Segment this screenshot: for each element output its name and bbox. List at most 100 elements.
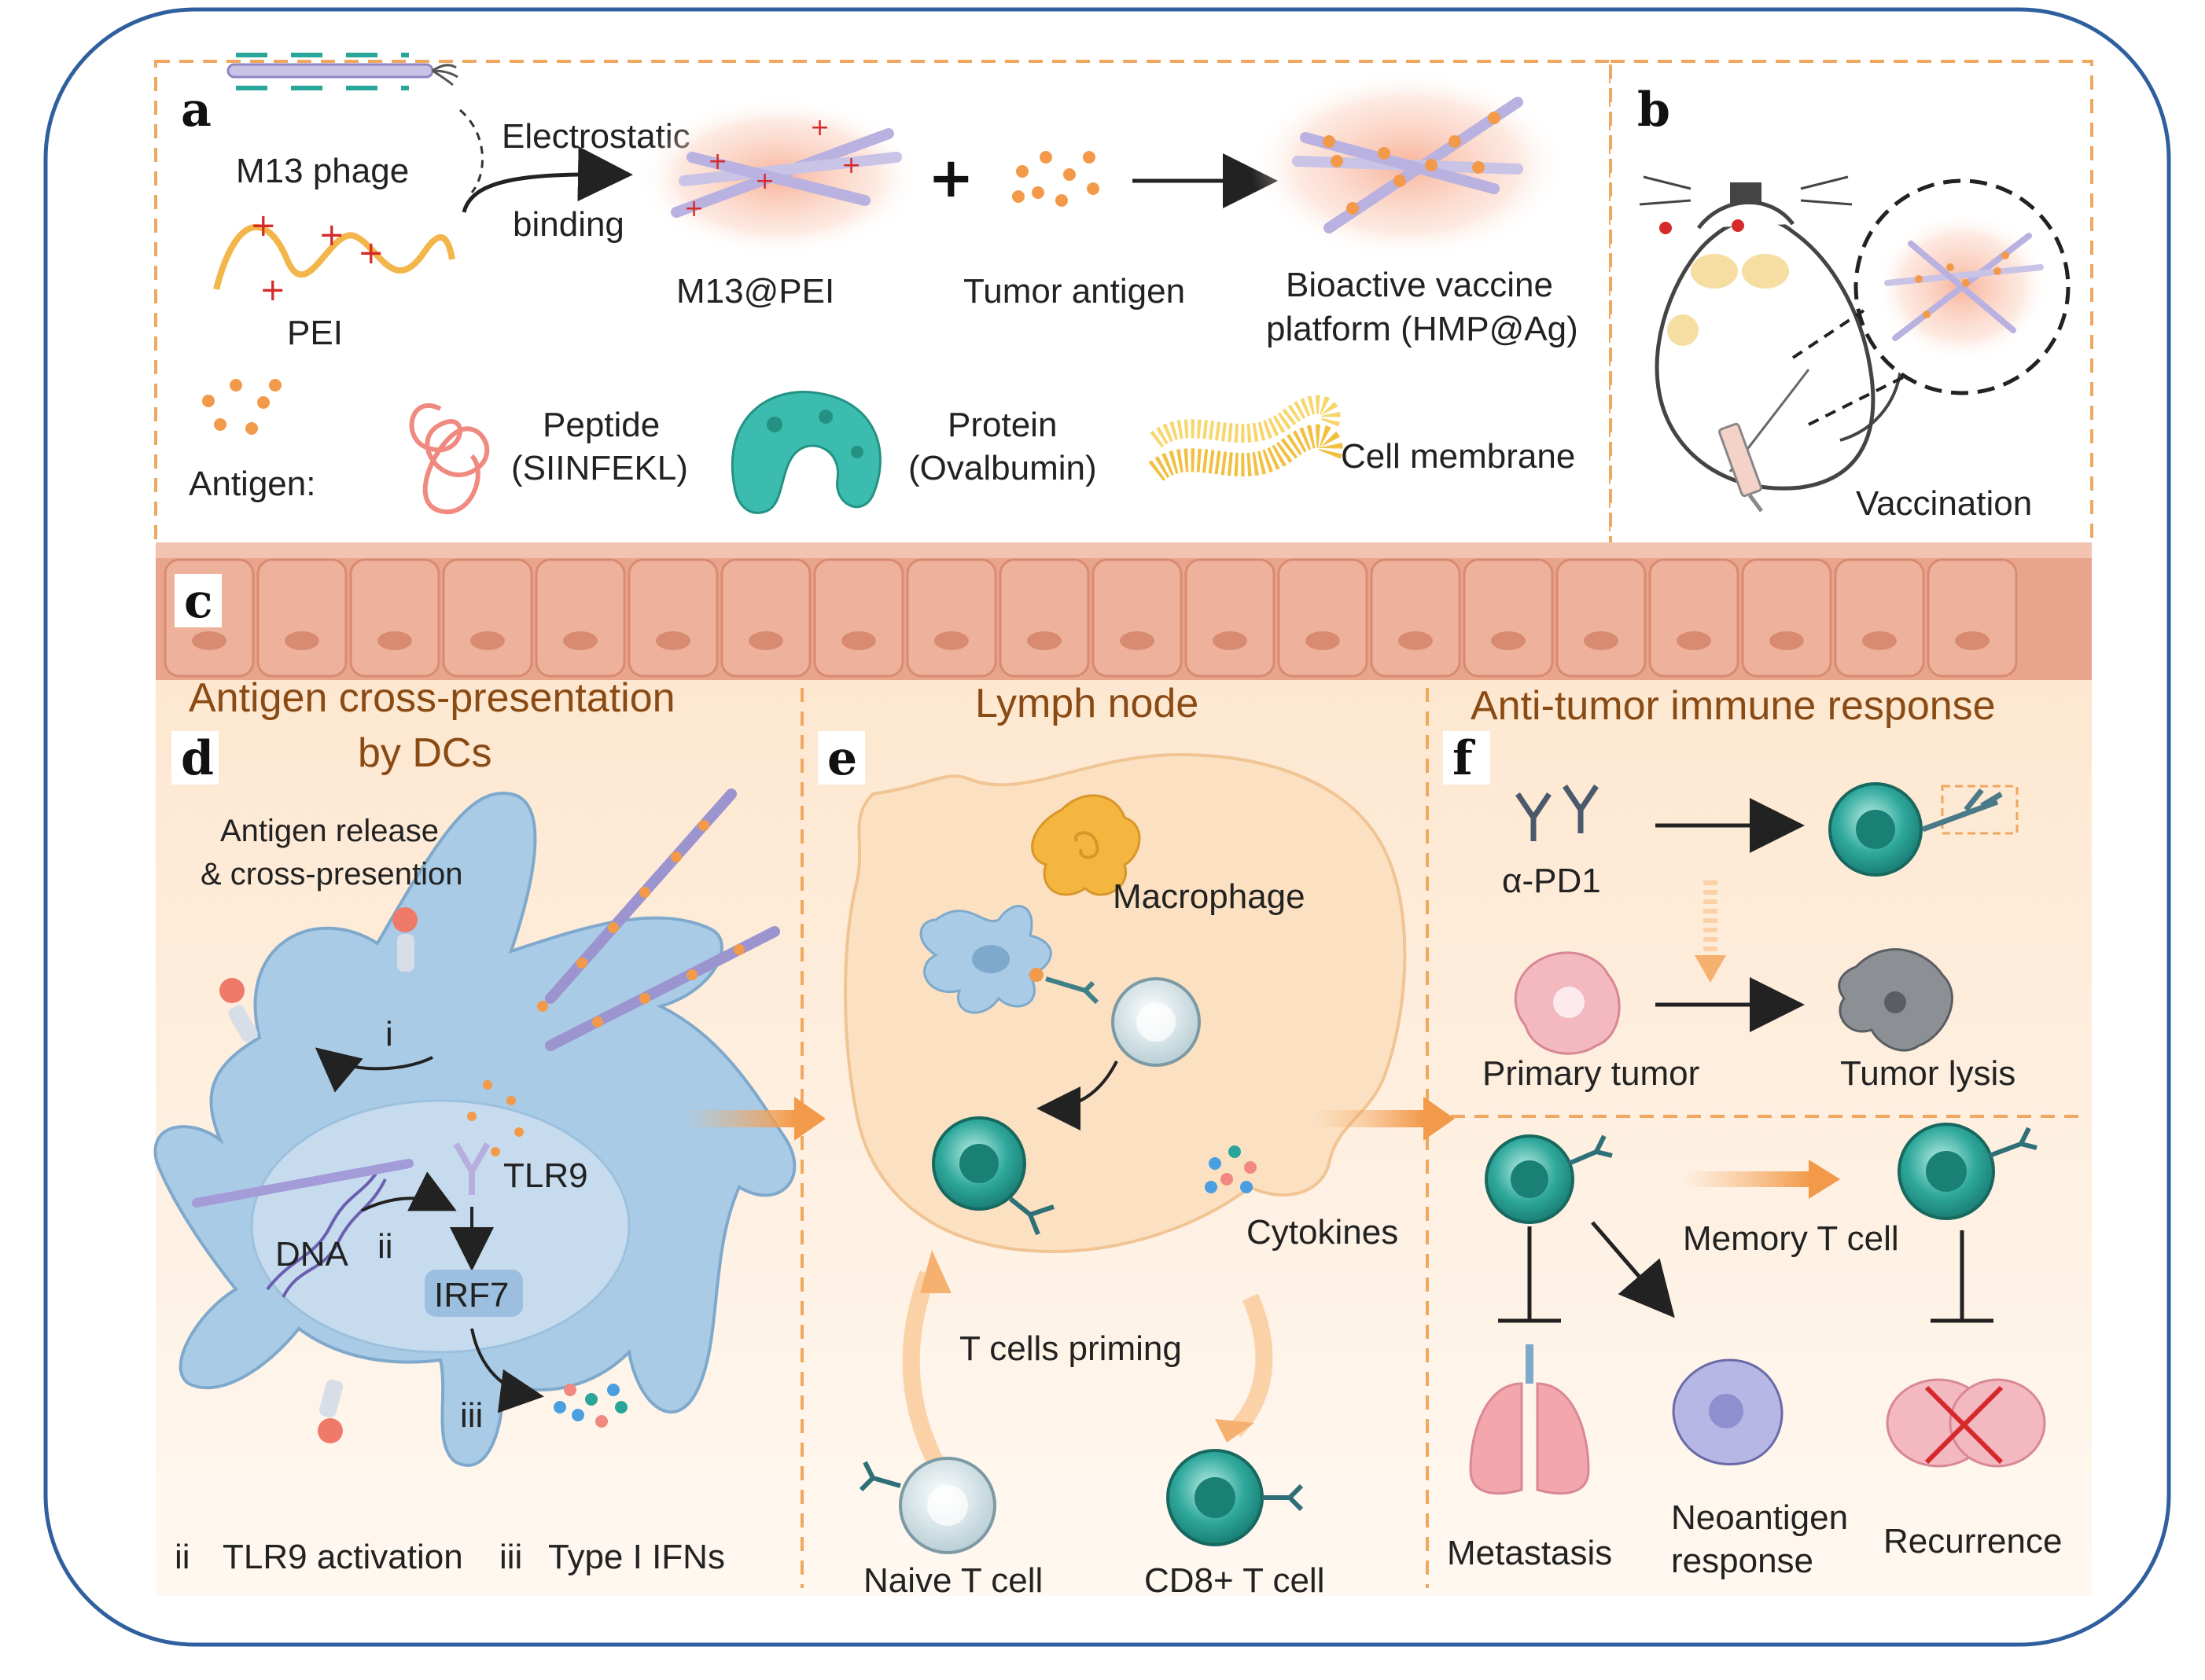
epithelial-nucleus xyxy=(749,631,783,650)
phage-rods-icon xyxy=(467,789,780,1156)
vaccine-label-2: platform (HMP@Ag) xyxy=(1266,310,1578,348)
irf7-label: IRF7 xyxy=(434,1276,509,1314)
dendritic-cell-icon xyxy=(153,791,797,1467)
tlr9-label: TLR9 xyxy=(503,1156,588,1195)
dc-small-icon xyxy=(919,905,1052,1014)
step-ii-label: ii xyxy=(377,1227,393,1266)
neoantigen-label-1: Neoantigen xyxy=(1671,1498,1848,1537)
epithelium-layer xyxy=(156,542,2092,680)
recurrence-tumor-icon xyxy=(1886,1378,2046,1468)
epithelial-cell xyxy=(442,558,533,678)
legend-iii-label: Type I IFNs xyxy=(548,1538,725,1576)
epithelial-nucleus xyxy=(1213,631,1247,650)
epithelial-nucleus xyxy=(470,631,505,650)
epithelial-cell xyxy=(720,558,812,678)
dna-label: DNA xyxy=(275,1235,349,1274)
cd8-t-cell-label: CD8+ T cell xyxy=(1144,1561,1324,1600)
panel-a: a M13 phage + + + + PEI Electrostatic bi… xyxy=(154,53,1612,546)
tumor-lysis-label: Tumor lysis xyxy=(1840,1054,2015,1093)
epithelial-nucleus xyxy=(1955,631,1990,650)
epithelial-nucleus xyxy=(656,631,690,650)
pei-icon: + + + + xyxy=(213,208,455,308)
panel-d: Antigen cross-presentation by DCs d xyxy=(153,675,826,1576)
protein-icon xyxy=(731,391,882,514)
cell-membrane-icon xyxy=(1148,395,1343,482)
epithelial-nucleus xyxy=(841,631,876,650)
zoomed-vaccine-icon xyxy=(1876,212,2049,362)
epithelial-cell xyxy=(628,558,719,678)
antigen-release-label-1: Antigen release xyxy=(220,814,439,848)
m13-phage-label: M13 phage xyxy=(236,152,409,190)
svg-text:+: + xyxy=(358,235,385,271)
legend-ii-label: TLR9 activation xyxy=(223,1538,463,1576)
panel-letter-c: c xyxy=(184,574,213,629)
vaccine-label-1: Bioactive vaccine xyxy=(1286,266,1553,304)
antigen-legend-label: Antigen: xyxy=(189,465,315,503)
cytokine-particles-icon xyxy=(1205,1145,1257,1193)
antibody-icon xyxy=(1515,785,1599,841)
epithelial-cell xyxy=(1184,558,1276,678)
epithelial-nucleus xyxy=(1398,631,1433,650)
legend-ii-num: ii xyxy=(175,1538,190,1576)
legend-iii-num: iii xyxy=(499,1538,522,1576)
step-i-label: i xyxy=(385,1015,393,1053)
cytokines-label: Cytokines xyxy=(1246,1213,1398,1252)
panel-f-heading: Anti-tumor immune response xyxy=(1471,683,1996,729)
primary-tumor-label: Primary tumor xyxy=(1482,1054,1699,1093)
antigen-legend-dots xyxy=(202,379,282,435)
memory-flow-arrow xyxy=(1683,1171,1809,1187)
epithelial-cell xyxy=(256,558,348,678)
m13-pei-icon: + + + + + xyxy=(637,98,920,255)
epithelial-cell xyxy=(1091,558,1183,678)
panel-letter-b: b xyxy=(1637,83,1670,138)
panel-d-heading-1: Antigen cross-presentation xyxy=(189,675,675,721)
svg-text:+: + xyxy=(755,167,775,195)
flow-arrow-d-to-e xyxy=(684,1110,794,1127)
metastasis-label: Metastasis xyxy=(1447,1534,1612,1572)
panel-f: Anti-tumor immune response f α-PD1 Prima… xyxy=(1443,683,2062,1580)
tumor-antigen-label: Tumor antigen xyxy=(963,272,1185,311)
epithelial-nucleus xyxy=(1491,631,1526,650)
epithelial-nucleus xyxy=(1305,631,1340,650)
epithelial-nucleus xyxy=(285,631,319,650)
ifn-particles-icon xyxy=(554,1384,628,1428)
panel-d-heading-2: by DCs xyxy=(358,730,491,776)
protein-label-2: (Ovalbumin) xyxy=(908,449,1097,487)
panel-letter-f: f xyxy=(1452,731,1476,786)
memory-t-cell-label: Memory T cell xyxy=(1683,1219,1899,1258)
svg-text:+: + xyxy=(260,272,286,308)
vaccination-label: Vaccination xyxy=(1856,484,2032,523)
epithelial-cell xyxy=(535,558,626,678)
epithelial-cell xyxy=(1463,558,1554,678)
t-cells-priming-label: T cells priming xyxy=(959,1329,1182,1368)
mhc-receptor-icons xyxy=(219,907,418,1443)
flow-arrow-e-to-f xyxy=(1313,1110,1423,1127)
epithelial-nucleus xyxy=(1584,631,1618,650)
neoantigen-cell-icon xyxy=(1672,1358,1784,1466)
peptide-icon xyxy=(409,403,490,515)
neoantigen-label-2: response xyxy=(1671,1542,1813,1580)
macrophage-icon xyxy=(1031,794,1141,896)
epithelial-cell xyxy=(813,558,904,678)
panel-e: Lymph node e Macrophage Cytokines T ce xyxy=(818,681,1455,1600)
macrophage-label: Macrophage xyxy=(1113,877,1305,916)
lungs-icon xyxy=(1469,1344,1590,1495)
panel-letter-e: e xyxy=(827,731,857,786)
m13-phage-icon xyxy=(226,53,458,90)
epithelial-cell xyxy=(1927,558,2018,678)
irf7-box xyxy=(425,1270,523,1317)
epithelial-cell xyxy=(1834,558,1925,678)
epithelial-nucleus xyxy=(563,631,598,650)
svg-text:+: + xyxy=(684,195,704,222)
epithelial-nucleus xyxy=(1677,631,1711,650)
recurrence-label: Recurrence xyxy=(1883,1522,2062,1561)
plus-sign: + xyxy=(928,145,974,210)
panel-letter-d: d xyxy=(181,731,214,786)
tumor-lysis-icon xyxy=(1838,948,1953,1052)
epithelial-nucleus xyxy=(1769,631,1804,650)
epithelial-cell xyxy=(906,558,997,678)
step-iii-label: iii xyxy=(460,1396,483,1435)
panel-letter-a: a xyxy=(181,83,212,138)
epithelial-nucleus xyxy=(1862,631,1897,650)
vaccine-platform-icon xyxy=(1250,71,1565,259)
